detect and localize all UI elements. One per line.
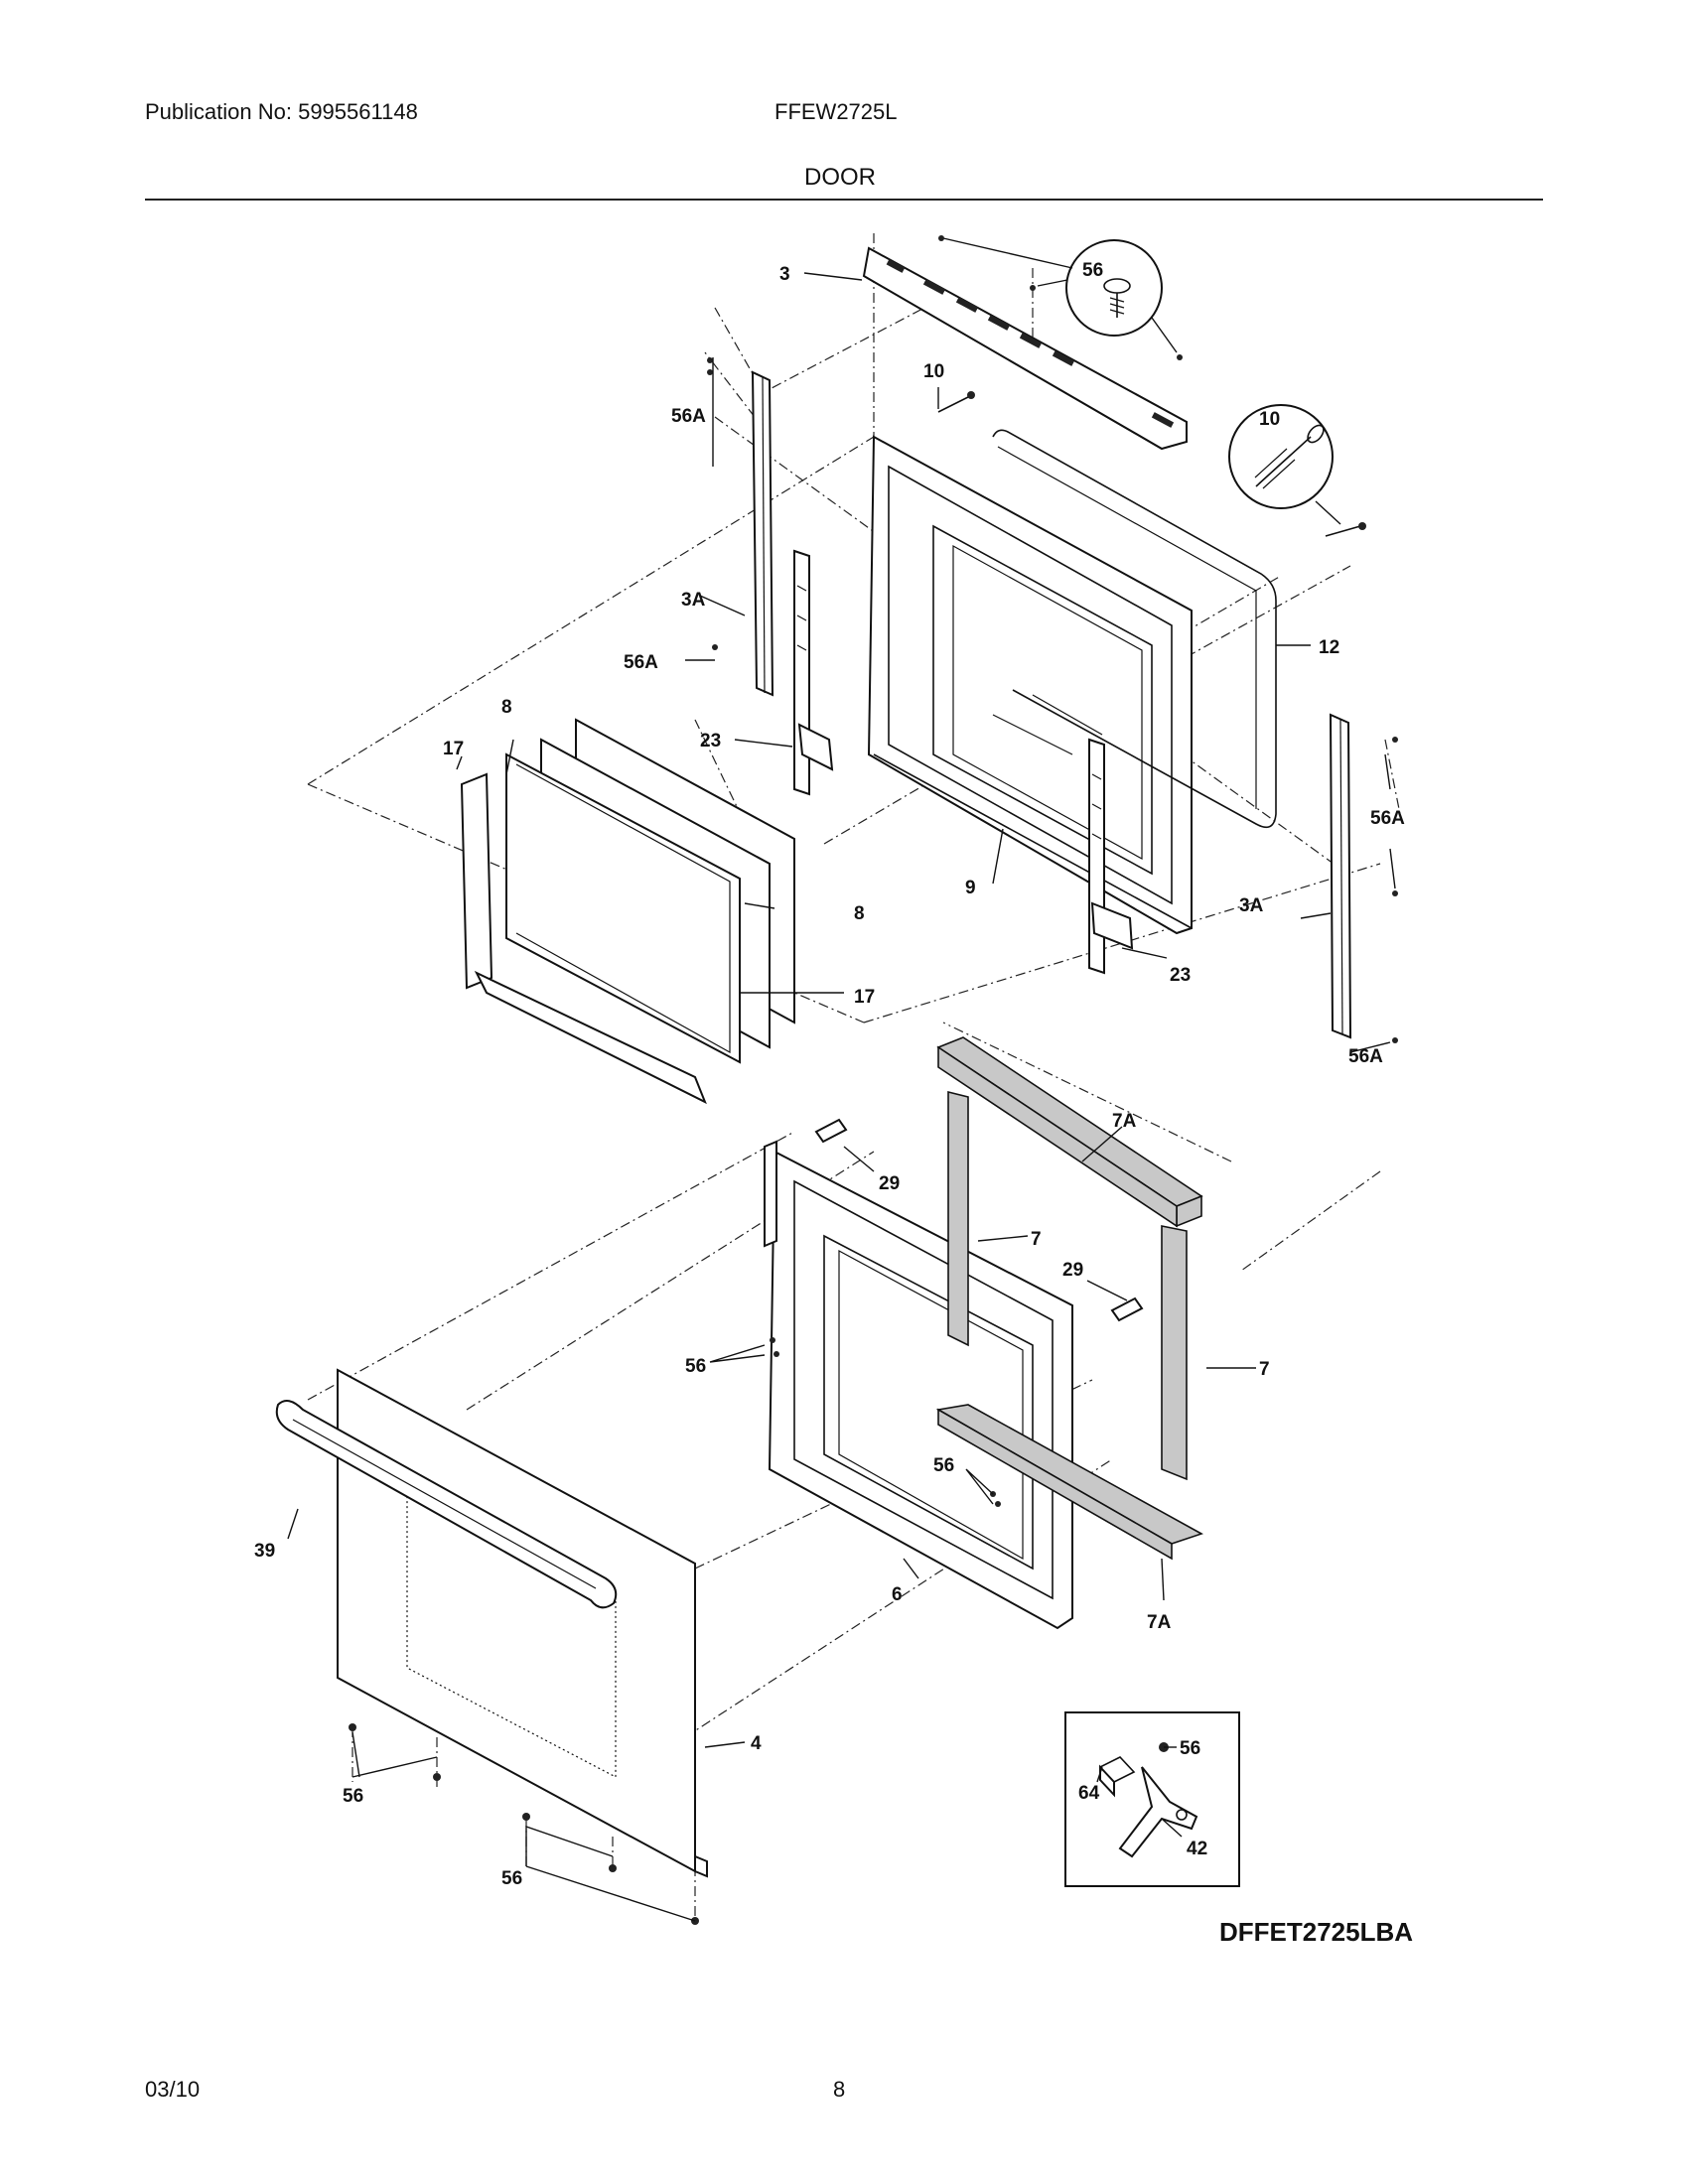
callout-6: 6	[892, 1584, 903, 1605]
door-liner-part	[867, 435, 1193, 935]
callout-56-inset: 56	[1180, 1738, 1200, 1759]
callout-56-inner-left: 56	[685, 1356, 706, 1377]
callout-10-top: 10	[923, 361, 944, 382]
section-title: DOOR	[804, 164, 876, 191]
publication-number: Publication No: 5995561148	[145, 99, 418, 124]
callout-56a-left: 56A	[624, 652, 658, 673]
callout-4: 4	[751, 1733, 762, 1754]
callout-3: 3	[779, 264, 790, 285]
callout-12: 12	[1319, 637, 1339, 658]
callout-29-right: 29	[1062, 1260, 1083, 1281]
callout-17-right: 17	[854, 987, 875, 1008]
outer-door-panel-part	[337, 1368, 708, 1878]
insulation-part	[935, 1036, 1203, 1561]
hinge-right-part	[1088, 738, 1134, 975]
callout-3a-right: 3A	[1239, 895, 1264, 916]
callout-56a-top: 56A	[671, 406, 706, 427]
callout-23-left: 23	[700, 731, 721, 751]
callout-8-top: 8	[501, 697, 512, 718]
header-rule	[145, 199, 1543, 201]
bracket-inset	[1064, 1711, 1240, 1887]
diagram-id: DFFET2725LBA	[1219, 1917, 1413, 1947]
callout-17-top: 17	[443, 739, 464, 759]
model-number: FFEW2725L	[774, 99, 898, 124]
callout-56-inner-bottom: 56	[933, 1455, 954, 1476]
callout-56a-bottom: 56A	[1348, 1046, 1383, 1067]
page-number: 8	[833, 2077, 846, 2102]
callout-56a-right: 56A	[1370, 808, 1405, 829]
callout-labels: 3 56 10 56A 3A 56A 10 12 8 17 23 9 8 17 …	[254, 260, 1413, 1947]
leader-lines	[287, 272, 1396, 1922]
hinge-channel-left-part	[751, 370, 774, 697]
callout-39: 39	[254, 1541, 275, 1562]
callout-56-top: 56	[1082, 260, 1103, 281]
callout-7-left: 7	[1031, 1229, 1042, 1250]
callout-7-right: 7	[1259, 1359, 1270, 1380]
bumper-parts	[814, 1118, 1144, 1322]
callout-42: 42	[1187, 1839, 1207, 1859]
vent-trim-part	[862, 246, 1188, 451]
hinge-left-part	[793, 549, 834, 796]
callout-64: 64	[1078, 1783, 1100, 1804]
callout-29-top: 29	[879, 1173, 900, 1194]
callout-23-right: 23	[1170, 965, 1191, 986]
inner-door-part	[764, 1140, 1073, 1630]
door-handle-part	[275, 1400, 618, 1609]
callout-8-right: 8	[854, 903, 865, 924]
hinge-pin-part	[937, 396, 969, 413]
callout-7a-bottom: 7A	[1147, 1612, 1172, 1633]
screw-parts	[349, 357, 1398, 1925]
callout-7a-top: 7A	[1112, 1111, 1137, 1132]
hinge-channel-right-part	[1329, 713, 1352, 1039]
callout-3a-left: 3A	[681, 590, 706, 611]
callout-9: 9	[965, 878, 976, 898]
callout-56-bottom: 56	[501, 1868, 522, 1889]
pin-detail-inset	[1228, 404, 1366, 537]
callout-10-inset: 10	[1259, 409, 1280, 430]
callout-56-bottom-left: 56	[343, 1786, 363, 1807]
glass-pack-part	[460, 718, 795, 1105]
screw-detail-inset	[938, 235, 1183, 360]
door-gasket-part	[992, 429, 1277, 829]
footer-date: 03/10	[145, 2077, 201, 2102]
